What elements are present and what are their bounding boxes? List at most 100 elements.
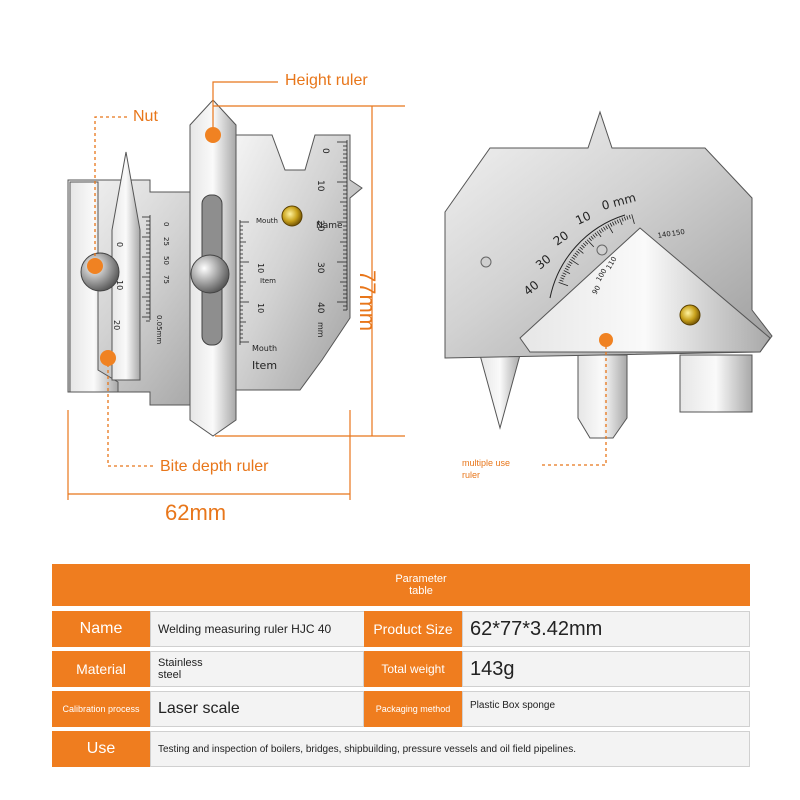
product-illustration: 0 10 20 30 40 mm Name Mouth Mouth Item I… [67,81,773,500]
small-scale-0: 0 [162,222,170,226]
scale-label-40: 40 [315,302,325,314]
scale-label-0: 0 [320,148,330,154]
vertical-scale [337,140,348,311]
packaging-key: Packaging method [364,691,462,727]
multiple-use-ruler-label: multiple use ruler [462,458,511,480]
main-plate [235,134,363,391]
annotations-left [67,81,405,500]
arc-tick [566,265,570,269]
parameter-table-header: Parameter table [52,564,750,606]
arc-tick [619,218,623,226]
angle-90: 90 [591,284,602,296]
arc-tick [563,270,571,274]
item-scale-10a: 10 [256,263,265,273]
nut-knob-right [190,254,230,294]
material-value: Stainless steel [150,651,364,687]
left-gauge: 0 10 20 30 40 mm Name Mouth Mouth Item I… [67,99,363,437]
arc-tick [607,224,614,234]
bite-scale-10: 10 [115,280,124,290]
arc-tick [626,215,629,220]
arc-tick [598,229,602,234]
item-marking-small: Item [260,277,276,285]
bite-depth-ruler-label: Bite depth ruler [160,458,269,475]
width-dimension-label: 62mm [165,500,227,525]
calibration-key: Calibration process [52,691,150,727]
table-row: Use Testing and inspection of boilers, b… [52,731,750,767]
arc-tick [577,248,584,254]
arc-tick [560,277,565,280]
item-marking: Item [252,359,277,372]
table-row: Name Welding measuring ruler HJC 40 Prod… [52,611,750,647]
arc-tick [590,235,594,240]
arc-label-10: 10 [573,209,593,228]
arc-tick [631,214,635,225]
arc-tick [568,261,573,264]
arc-tick [628,214,631,219]
parameter-table-title: Parameter table [395,573,447,597]
angle-plate [519,227,771,353]
arc-tick [623,216,627,221]
calibration-value: Laser scale [150,691,364,727]
pin-hole [480,256,492,268]
angle-140: 140 [657,230,672,240]
prong-middle [577,354,628,439]
arc-tick [583,242,587,247]
arc-tick [559,279,564,282]
total-weight-value: 143g [462,651,750,687]
arc-tick [584,241,589,245]
arc-tick [570,258,579,266]
small-scale-75: 75 [162,275,170,284]
arc-tick [572,254,577,258]
arc-tick [614,220,617,225]
material-text: Stainless steel [158,657,203,681]
scale-label-30: 30 [315,262,325,274]
small-scale-50: 50 [162,256,170,265]
use-key: Use [52,731,150,767]
item-scale-10b: 10 [256,303,265,313]
arc-tick [576,250,580,254]
product-size-key: Product Size [364,611,462,647]
use-value: Testing and inspection of boilers, bridg… [150,731,750,767]
mouth-marking-bottom: Mouth [252,344,277,353]
table-row: Calibration process Laser scale Packagin… [52,691,750,727]
arc-tick [567,263,572,267]
total-weight-key: Total weight [364,651,462,687]
arc-tick [564,267,569,271]
prong-left [479,354,521,430]
arc-tick [616,219,620,224]
name-marking: Name [316,221,343,231]
arc-tick [574,252,579,256]
arc-tick [588,237,592,242]
product-size-value: 62*77*3.42mm [462,611,750,647]
height-dimension-label: 77mm [355,270,380,332]
small-scale-25: 25 [162,237,170,246]
nut-label: Nut [133,108,158,125]
arc-tick [605,225,608,230]
scale-label-20: 20 [315,220,325,232]
brass-rivet-right [679,304,701,326]
arc-tick [621,217,624,222]
arc-tick [596,231,602,238]
brass-rivet [281,205,303,227]
arc-tick [561,274,566,278]
scale-unit: mm [316,322,325,338]
name-key: Name [52,611,150,647]
arc-tick [592,234,596,238]
packaging-value: Plastic Box sponge [462,691,750,727]
arc-tick [612,221,615,226]
arc-tick [586,239,595,248]
bite-scale-20: 20 [112,320,121,330]
angle-150: 150 [671,228,686,238]
material-key: Material [52,651,150,687]
pin-hole-2 [596,244,608,256]
arc-tick [600,228,604,232]
table-row: Material Stainless steel Total weight 14… [52,651,750,687]
arc-tick [558,282,569,287]
arc-tick [609,222,613,227]
prong-right [679,354,753,413]
height-ruler-label: Height ruler [285,72,368,89]
right-gauge: 40 30 20 10 0 mm 90 100 110 140 150 [444,110,773,466]
arc-tick [603,226,606,231]
mouth-marking-top: Mouth [256,217,278,225]
arc-tick [562,272,567,275]
